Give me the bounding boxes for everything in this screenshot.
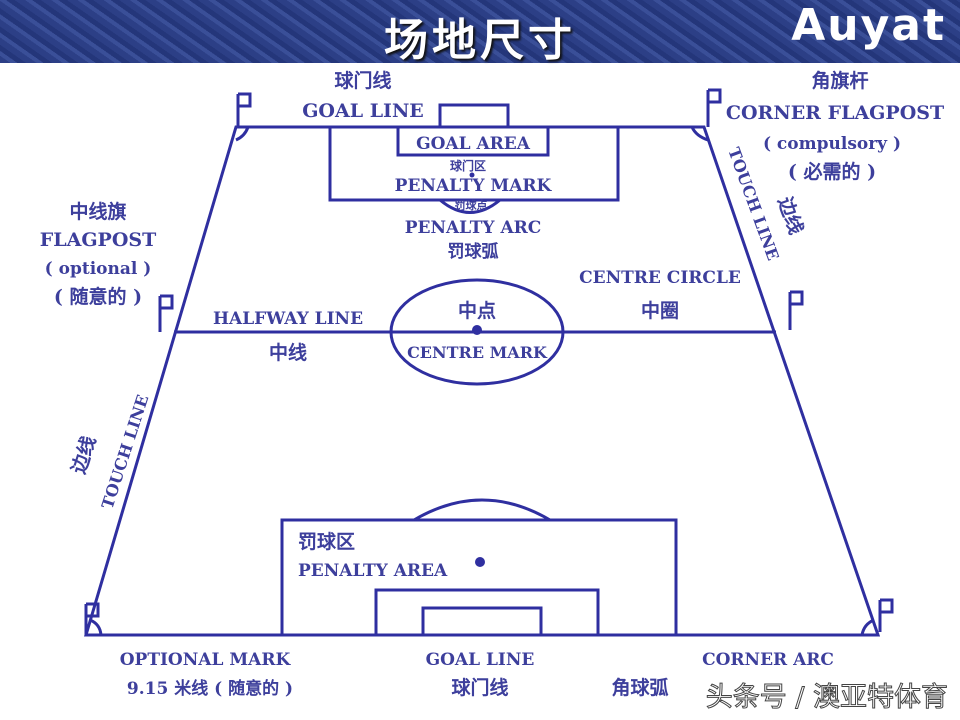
label-optional-mark-en: OPTIONAL MARK (120, 650, 292, 670)
label-touch-line-left-cn: 边线 (67, 433, 101, 477)
penalty-mark-bottom (475, 557, 485, 567)
centre-mark (472, 325, 482, 335)
label-penalty-area-cn: 罚球区 (298, 530, 355, 553)
label-corner-arc-en: CORNER ARC (702, 650, 834, 670)
header-banner: 场地尺寸 Auyat (0, 0, 960, 66)
label-penalty-arc-cn: 罚球弧 (448, 241, 499, 262)
bottom-penalty-arc (413, 498, 551, 522)
corner-arc-br (860, 618, 875, 636)
label-penalty-arc-en: PENALTY ARC (405, 218, 542, 238)
corner-arc-tr (690, 126, 709, 142)
label-goal-line-top-en: GOAL LINE (302, 100, 424, 122)
label-centre-circle-cn: 中圈 (641, 299, 679, 322)
halfway-flag-right (788, 290, 804, 330)
corner-flag-tr (706, 88, 722, 127)
penalty-mark-top (469, 172, 475, 178)
label-halfway-line-en: HALFWAY LINE (213, 309, 363, 329)
label-optional-mark-cn: 9.15 米线 ( 随意的 ) (127, 678, 293, 699)
label-touch-line-right-cn: 边线 (773, 193, 808, 238)
label-halfway-line-cn: 中线 (269, 341, 307, 364)
label-goal-line-bottom-en: GOAL LINE (426, 650, 535, 670)
label-corner-flagpost-en: CORNER FLAGPOST (726, 102, 944, 124)
top-goal (438, 103, 510, 129)
label-penalty-mark-cn: 罚球点 (455, 198, 488, 212)
label-goal-line-bottom-cn: 球门线 (451, 676, 508, 699)
bottom-goal-area (374, 588, 600, 637)
label-halfway-flag-cn: 中线旗 (69, 200, 126, 223)
label-centre-mark-en: CENTRE MARK (407, 343, 548, 362)
label-penalty-area-en: PENALTY AREA (298, 561, 448, 581)
label-optional-en: ( optional ) (45, 259, 152, 279)
label-penalty-mark-en: PENALTY MARK (395, 176, 553, 196)
label-goal-line-top-cn: 球门线 (334, 69, 391, 92)
corner-flag-tl (236, 92, 252, 127)
watermark: 头条号 / 澳亚特体育 (705, 682, 948, 714)
label-corner-flagpost-cn: 角旗杆 (811, 69, 868, 92)
label-halfway-flag-en: FLAGPOST (40, 229, 157, 251)
label-centre-mark-cn: 中点 (458, 299, 496, 322)
corner-arc-tl (235, 126, 250, 142)
centre-circle (389, 278, 565, 386)
label-corner-arc-cn: 角球弧 (611, 676, 668, 699)
label-compulsory-cn: ( 必需的 ) (788, 160, 876, 183)
corner-flag-bl (84, 602, 100, 635)
label-goal-area-en: GOAL AREA (416, 134, 531, 154)
label-optional-cn: ( 随意的 ) (54, 285, 142, 308)
top-penalty-arc (439, 198, 501, 214)
label-touch-line-right-en: TOUCH LINE (724, 145, 782, 263)
top-goal-area (396, 125, 550, 157)
corner-flag-br (878, 598, 894, 632)
corner-arc-bl (89, 618, 103, 636)
label-centre-circle-en: CENTRE CIRCLE (579, 268, 741, 288)
logo: Auyat (791, 0, 946, 51)
label-compulsory-en: ( compulsory ) (763, 134, 901, 154)
page-title: 场地尺寸 (384, 15, 576, 66)
halfway-flag-left (158, 294, 174, 332)
label-goal-area-cn: 球门区 (450, 158, 486, 173)
bottom-goal (421, 606, 543, 637)
label-touch-line-left-en: TOUCH LINE (98, 392, 153, 511)
